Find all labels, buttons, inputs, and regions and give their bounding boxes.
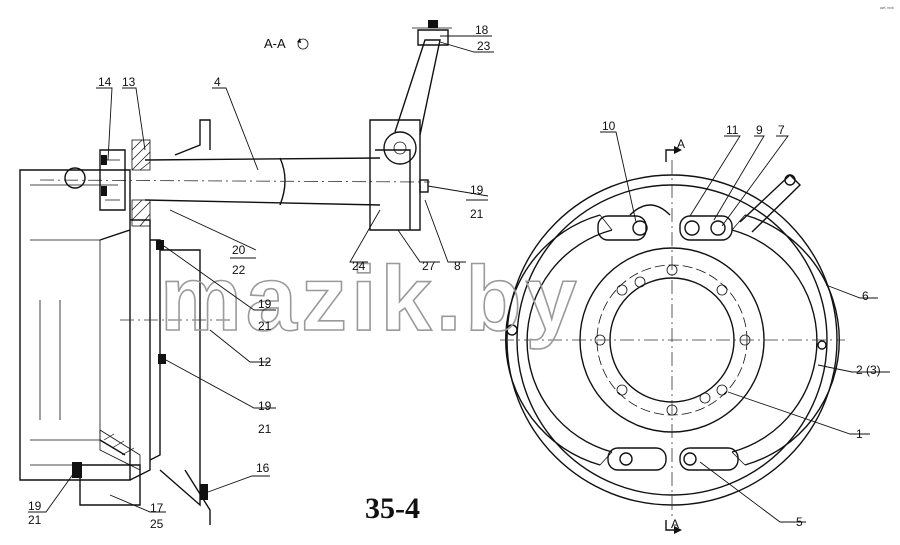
- callout-9: 9: [756, 123, 763, 137]
- callout-10: 10: [602, 119, 616, 133]
- callout-14: 14: [98, 75, 112, 89]
- callout-5: 5: [796, 515, 803, 529]
- callout-7: 7: [778, 123, 785, 137]
- callout-19-a: 19: [470, 183, 484, 197]
- callout-1: 1: [856, 427, 863, 441]
- watermark: mazik.by: [160, 248, 581, 350]
- callout-25: 25: [150, 517, 164, 531]
- rotation-icon: [297, 38, 309, 50]
- callout-21-b: 21: [258, 319, 272, 333]
- callout-16: 16: [256, 461, 270, 475]
- callout-18: 18: [475, 23, 489, 37]
- callout-11: 11: [726, 123, 739, 137]
- callout-4: 4: [214, 75, 221, 89]
- callout-23: 23: [477, 39, 491, 53]
- callout-8: 8: [454, 259, 461, 273]
- callouts: 14 13 4 18 23 19 21 20 22 24 27 8 19 21 …: [28, 23, 890, 531]
- corner-mark: ᵃᶻᴷ ᵐᵒᵇ: [880, 6, 894, 12]
- section-mark-top: A: [677, 137, 685, 151]
- callout-19-c: 19: [258, 399, 272, 413]
- section-view: [19, 20, 452, 525]
- callout-21-c: 21: [258, 422, 272, 436]
- callout-6: 6: [862, 289, 869, 303]
- callout-24: 24: [352, 259, 366, 273]
- callout-12: 12: [258, 355, 272, 369]
- section-mark-bottom: A: [671, 517, 679, 531]
- callout-22: 22: [232, 263, 246, 277]
- brake-front-view: [500, 146, 845, 534]
- callout-2-3: 2 (3): [856, 363, 881, 377]
- callout-21-a: 21: [470, 207, 484, 221]
- callout-17: 17: [150, 501, 164, 515]
- section-label: A-A: [264, 36, 286, 51]
- callout-20: 20: [232, 243, 246, 257]
- rotation-arrow-icon: [297, 38, 301, 43]
- callout-21-d: 21: [28, 513, 42, 527]
- callout-19-d: 19: [28, 499, 42, 513]
- callout-19-b: 19: [258, 297, 272, 311]
- figure-number: 35-4: [365, 492, 420, 525]
- callout-13: 13: [122, 75, 136, 89]
- callout-27: 27: [422, 259, 436, 273]
